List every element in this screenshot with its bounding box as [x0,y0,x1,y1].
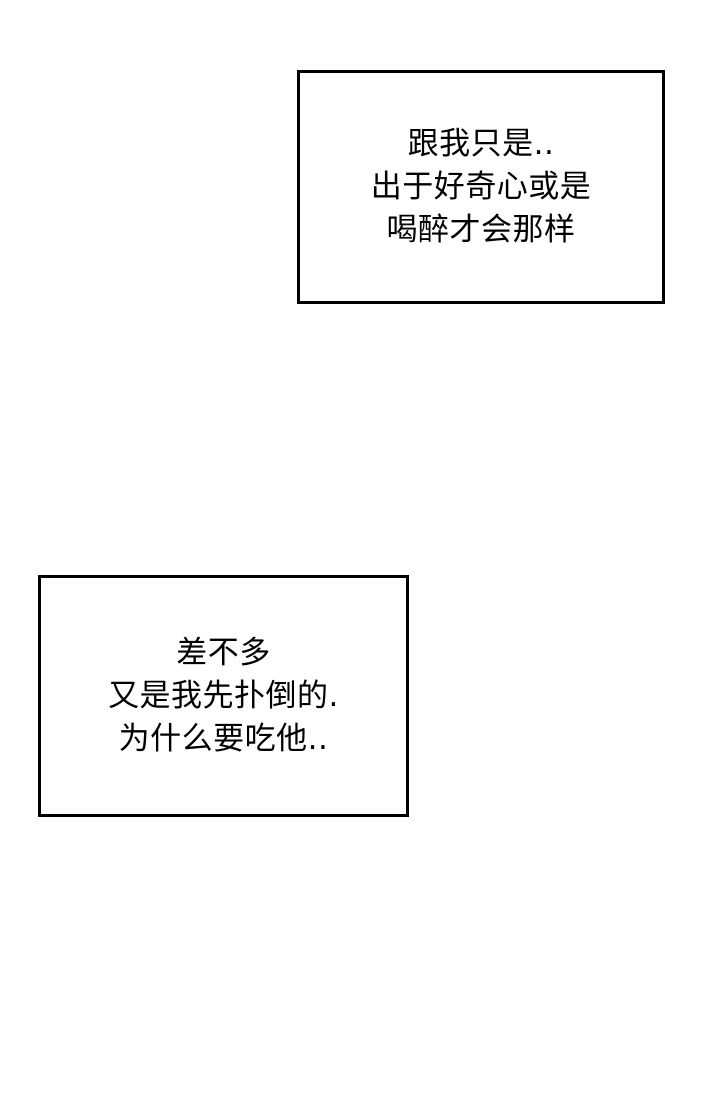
caption-line: 喝醉才会那样 [386,211,576,248]
caption-box-top: 跟我只是.. 出于好奇心或是 喝醉才会那样 [297,70,665,304]
caption-line: 差不多 [176,634,271,671]
caption-line: 出于好奇心或是 [370,168,592,205]
caption-line: 为什么要吃他.. [118,720,329,757]
caption-line: 又是我先扑倒的. [108,677,339,714]
caption-box-bottom: 差不多 又是我先扑倒的. 为什么要吃他.. [38,575,409,817]
caption-line: 跟我只是.. [407,125,555,162]
